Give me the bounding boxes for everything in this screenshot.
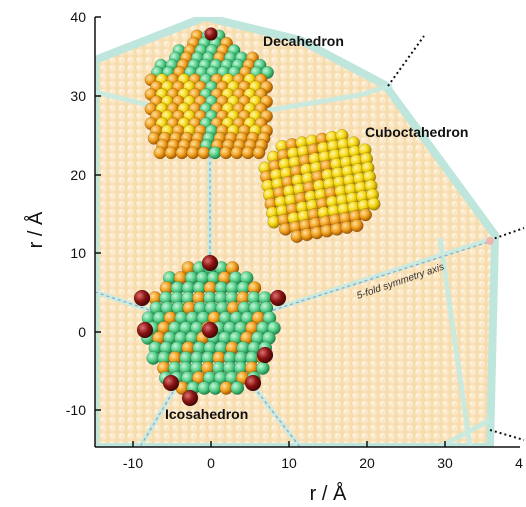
y-tick-label: 20 [70,167,86,183]
atom [244,374,262,392]
atom [208,146,222,160]
atom [255,361,270,375]
x-axis-label: r / Å [310,482,347,505]
vertex-marker [486,237,494,245]
atom [153,146,167,160]
plot-frame [94,16,520,448]
atom [201,321,219,339]
y-tick-label: 0 [78,324,86,340]
y-tick-label: 10 [70,245,86,261]
y-tick-label: -10 [66,402,86,418]
atom [136,321,154,339]
decahedron-label: Decahedron [263,33,344,49]
external-axis-markers [387,35,525,441]
y-axis-label: r / Å [24,211,47,248]
atom [162,374,180,392]
atom [197,146,211,160]
atom [230,381,245,395]
x-tick-label: 4 [515,455,523,471]
atom [230,146,244,160]
atom [133,289,151,307]
atom [350,219,364,233]
atom [367,197,381,211]
atom [219,146,233,160]
y-tick-label: 40 [70,9,86,25]
cuboctahedron-cluster [258,129,381,243]
atom [256,346,274,364]
x-tick-label: 20 [359,455,375,471]
icosahedron-label: Icosahedron [165,406,248,422]
atom [201,254,219,272]
x-tick-label: -10 [123,455,143,471]
atom [241,146,255,160]
icosahedron-cluster [133,254,287,407]
atom [181,389,199,407]
atom [175,146,189,160]
atom [186,146,200,160]
decahedron-cluster [144,27,274,160]
atom [252,146,266,160]
atom [204,27,218,41]
atom [164,146,178,160]
atom [269,289,287,307]
y-tick-label: 30 [70,88,86,104]
atom [358,208,373,222]
x-tick-label: 30 [437,455,453,471]
x-tick-label: 10 [281,455,297,471]
x-tick-label: 0 [207,455,215,471]
cuboctahedron-label: Cuboctahedron [365,124,468,140]
